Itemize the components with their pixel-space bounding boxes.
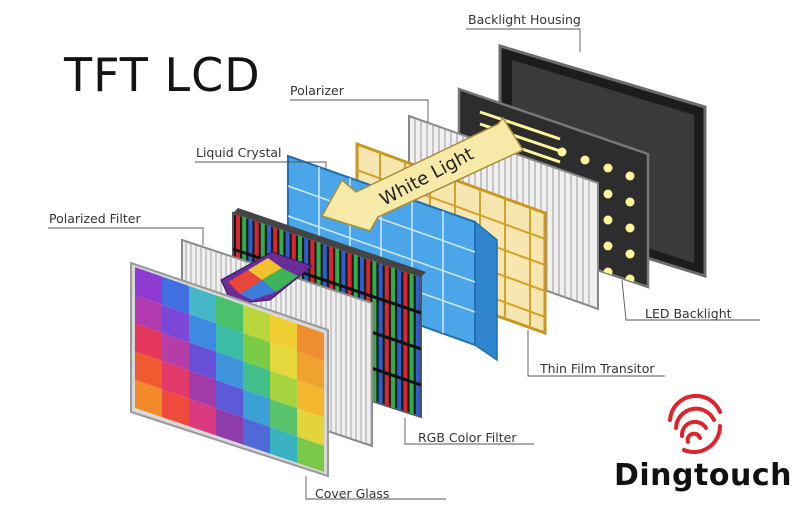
dingtouch-brand: Dingtouch — [614, 458, 792, 493]
polarizer-label: Polarizer — [290, 83, 344, 98]
led-backlight-label: LED Backlight — [645, 306, 732, 321]
color-light-arrow — [220, 251, 314, 305]
cover-glass-label: Cover Glass — [315, 486, 390, 501]
thin-film-transitor-label: Thin Film Transitor — [540, 361, 655, 376]
leader-lines — [48, 28, 760, 500]
liquid-crystal-label: Liquid Crystal — [196, 145, 282, 160]
rgb-color-filter-label: RGB Color Filter — [418, 430, 517, 445]
diagram-title: TFT LCD — [64, 48, 261, 102]
backlight-housing-label: Backlight Housing — [468, 12, 581, 27]
polarized-filter-label: Polarized Filter — [49, 211, 141, 226]
dingtouch-logo-icon — [668, 393, 722, 454]
cover-glass-layer — [130, 261, 329, 478]
